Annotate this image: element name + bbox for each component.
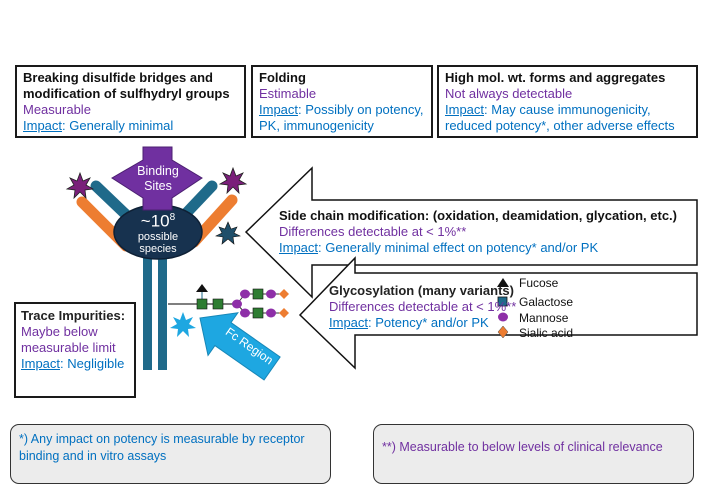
box-title: Side chain modification: (oxidation, dea…	[279, 208, 677, 223]
fc-chain-right	[158, 250, 167, 370]
side-chain-text: Side chain modification: (oxidation, dea…	[279, 208, 677, 256]
fc-chain-left	[143, 250, 152, 370]
box-title: Breaking disulfide bridges and	[23, 70, 213, 85]
glcnac-icon	[212, 298, 224, 310]
box-title: Trace Impurities:	[21, 308, 126, 323]
species-count: ~10	[140, 211, 170, 231]
trace-impurities-box: Trace Impurities: Maybe below measurable…	[14, 302, 136, 398]
impact-label: Impact	[445, 102, 485, 117]
glcnac-icon	[196, 298, 208, 310]
species-exponent: 8	[169, 212, 176, 223]
modification-star-icon	[218, 166, 248, 195]
label-line: Binding	[137, 164, 179, 178]
detectability: measurable limit	[21, 340, 116, 355]
modification-star-icon	[65, 171, 95, 200]
box-title: Glycosylation (many variants)	[329, 283, 514, 298]
detectability: Differences detectable at < 1%**	[329, 299, 517, 314]
impact-label: Impact	[259, 102, 299, 117]
galactose-icon	[252, 307, 264, 319]
impact-text: : Negligible	[60, 356, 125, 371]
glycosylation-text: Glycosylation (many variants) Difference…	[329, 283, 516, 331]
box-title: High mol. wt. forms and aggregates	[445, 70, 666, 85]
galactose-icon	[252, 288, 264, 300]
legend-mannose: Mannose	[519, 311, 569, 325]
species-label: ~108 possible species	[120, 209, 196, 255]
impact-text: : Possibly on potency,	[298, 102, 424, 117]
disulfide-box: Breaking disulfide bridges and modificat…	[15, 65, 246, 138]
impact-text: : Generally minimal	[62, 118, 174, 133]
impact-text: : Generally minimal effect on potency* a…	[318, 240, 599, 255]
detectability: Estimable	[259, 86, 317, 101]
fucose-icon	[196, 284, 208, 292]
impact-label: Impact	[23, 118, 63, 133]
detectability: Maybe below	[21, 324, 98, 339]
mannose-icon	[240, 308, 250, 318]
modification-star-icon	[215, 221, 241, 245]
binding-sites-label: Binding Sites	[128, 164, 188, 194]
legend-mannose-icon	[498, 312, 508, 322]
footnote-line: *) Any impact on potency is measurable b…	[19, 432, 305, 446]
sialic-acid-icon	[279, 308, 289, 318]
box-title: Folding	[259, 70, 306, 85]
impact-text: : May cause immunogenicity,	[484, 102, 651, 117]
impact-text: reduced potency*, other adverse effects	[445, 118, 675, 133]
side-chain-callout-arrow	[244, 166, 698, 299]
binding-sites-double-arrow	[111, 146, 203, 211]
mannose-icon	[232, 299, 242, 309]
footnote-line: binding and in vitro assays	[19, 449, 167, 463]
impurity-star-icon	[170, 312, 196, 337]
impact-label: Impact	[21, 356, 61, 371]
legend-sialic-acid-icon	[497, 325, 509, 339]
sialic-acid-icon	[279, 289, 289, 299]
potency-footnote: *) Any impact on potency is measurable b…	[10, 424, 331, 484]
impact-text: PK, immunogenicity	[259, 118, 374, 133]
clinical-footnote: **) Measurable to below levels of clinic…	[373, 424, 694, 484]
impact-label: Impact	[329, 315, 369, 330]
legend-fucose-icon	[497, 278, 509, 287]
glycosylation-callout-arrow	[298, 256, 698, 370]
legend-sialic-acid: Sialic acid	[519, 326, 574, 340]
label-line: species	[139, 242, 177, 255]
impact-label: Impact	[279, 240, 319, 255]
label-line: possible	[137, 230, 179, 243]
detectability: Measurable	[23, 102, 91, 117]
impact-text: : Potency* and/or PK	[368, 315, 489, 330]
label-line: Sites	[144, 179, 172, 193]
antibody	[76, 180, 238, 370]
mannose-icon	[266, 308, 276, 318]
fc-region-arrow	[199, 312, 281, 381]
legend-galactose-icon	[497, 296, 508, 307]
legend-galactose: Galactose	[519, 295, 574, 309]
mannose-icon	[266, 289, 276, 299]
detectability: Not always detectable	[445, 86, 573, 101]
folding-box: Folding Estimable Impact: Possibly on po…	[251, 65, 433, 138]
detectability: Differences detectable at < 1%**	[279, 224, 467, 239]
footnote-line: **) Measurable to below levels of clinic…	[382, 440, 663, 454]
box-title: modification of sulfhydryl groups	[23, 86, 230, 101]
mannose-icon	[240, 289, 250, 299]
glycan-chain	[168, 284, 289, 319]
aggregates-box: High mol. wt. forms and aggregates Not a…	[437, 65, 698, 138]
legend-fucose: Fucose	[519, 276, 559, 290]
